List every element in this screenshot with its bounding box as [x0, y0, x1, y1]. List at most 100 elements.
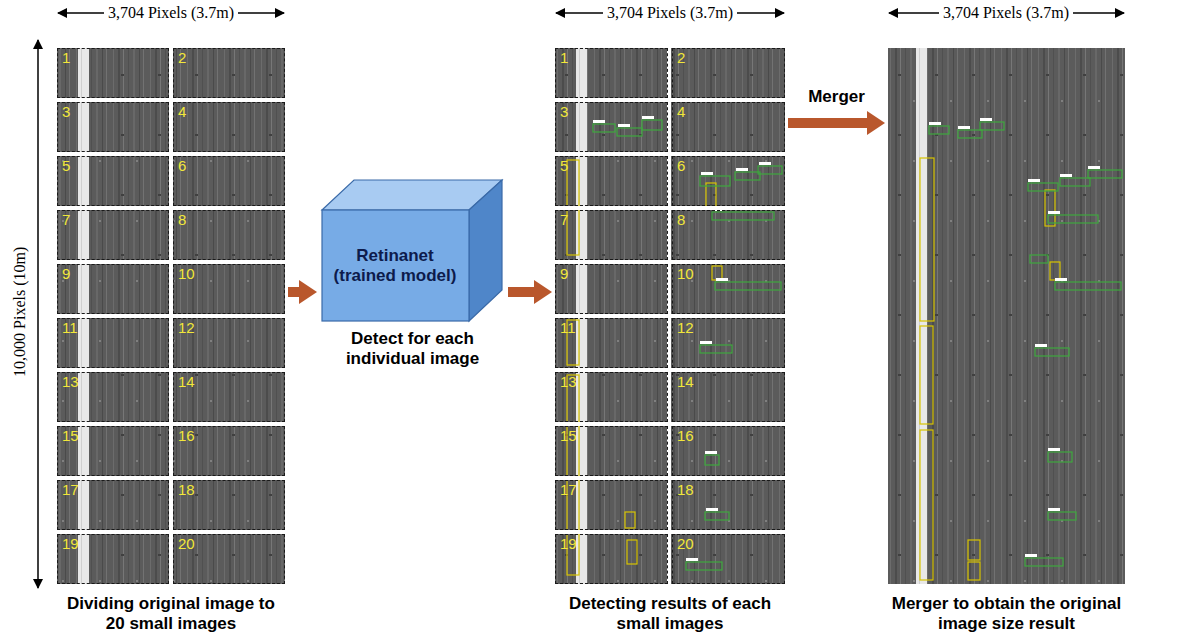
model-name: Retinanet (trained model) [324, 246, 466, 285]
image-tile: 19 [57, 534, 169, 584]
tile-number: 14 [677, 374, 694, 391]
image-tile: 19 [555, 534, 668, 584]
dimension-label: 3,704 Pixels (3.7m) [104, 4, 238, 22]
tile-number: 17 [62, 482, 79, 499]
caption: Detect for each individual image [328, 329, 498, 368]
image-tile: 9 [57, 264, 169, 314]
image-tile: 20 [173, 534, 285, 584]
image-tile: 6 [672, 156, 785, 206]
tile-number: 11 [560, 320, 576, 337]
tile-number: 2 [677, 50, 685, 67]
image-tile: 7 [555, 210, 668, 260]
image-tile: 11 [57, 318, 169, 368]
dimension-arrow [37, 40, 39, 588]
image-tile: 12 [672, 318, 785, 368]
image-tile: 17 [555, 480, 668, 530]
tile-number: 9 [560, 266, 568, 283]
image-tile: 14 [672, 372, 785, 422]
tile-number: 2 [178, 50, 186, 67]
tile-number: 6 [178, 158, 186, 175]
tile-number: 15 [560, 428, 577, 445]
caption: Dividing original image to 20 small imag… [64, 594, 279, 633]
image-tile: 8 [672, 210, 785, 260]
tile-number: 9 [62, 266, 70, 283]
dimension-label: 3,704 Pixels (3.7m) [939, 4, 1073, 22]
merged-road-image [888, 48, 1125, 584]
merged-image: Merger to obtain the original image size… [888, 48, 1125, 584]
image-tile: 13 [57, 372, 169, 422]
image-tile: 15 [57, 426, 169, 476]
image-tile: 7 [57, 210, 169, 260]
image-grid: Detecting results of each small images12… [555, 48, 785, 584]
image-tile: 3 [555, 102, 668, 152]
tile-number: 20 [178, 536, 195, 553]
image-tile: 17 [57, 480, 169, 530]
tile-number: 17 [560, 482, 577, 499]
road-tiles [57, 48, 285, 584]
tile-number: 19 [560, 536, 577, 553]
image-tile: 20 [672, 534, 785, 584]
image-tile: 18 [672, 480, 785, 530]
tile-number: 13 [560, 374, 577, 391]
tile-number: 6 [677, 158, 685, 175]
image-tile: 1 [57, 48, 169, 98]
tile-number: 18 [178, 482, 195, 499]
image-tile: 2 [173, 48, 285, 98]
image-tile: 12 [173, 318, 285, 368]
model-cube: Retinanet (trained model)Detect for each… [320, 178, 505, 323]
flow-arrow [788, 118, 867, 128]
image-tile: 6 [173, 156, 285, 206]
tile-number: 10 [677, 266, 694, 283]
dimension-label: 10,000 Pixels (10m) [11, 243, 29, 381]
tile-number: 4 [178, 104, 186, 121]
tile-number: 13 [62, 374, 79, 391]
image-tile: 4 [672, 102, 785, 152]
image-tile: 16 [672, 426, 785, 476]
image-tile: 13 [555, 372, 668, 422]
image-grid: Dividing original image to 20 small imag… [57, 48, 285, 584]
image-tile: 11 [555, 318, 668, 368]
image-tile: 1 [555, 48, 668, 98]
tile-number: 16 [677, 428, 694, 445]
image-tile: 8 [173, 210, 285, 260]
tile-number: 3 [560, 104, 568, 121]
image-tile: 10 [672, 264, 785, 314]
tile-number: 1 [62, 50, 70, 67]
tile-number: 14 [178, 374, 195, 391]
tile-number: 20 [677, 536, 694, 553]
image-tile: 2 [672, 48, 785, 98]
caption: Merger to obtain the original image size… [881, 594, 1133, 633]
image-tile: 14 [173, 372, 285, 422]
flow-arrow [288, 287, 299, 297]
image-tile: 5 [57, 156, 169, 206]
tile-number: 8 [178, 212, 186, 229]
edge-label: Merger [806, 87, 867, 107]
tile-number: 5 [62, 158, 70, 175]
tile-number: 8 [677, 212, 685, 229]
tile-number: 11 [62, 320, 78, 337]
dimension-label: 3,704 Pixels (3.7m) [603, 4, 737, 22]
tile-number: 7 [62, 212, 70, 229]
tile-number: 1 [560, 50, 568, 67]
image-tile: 18 [173, 480, 285, 530]
image-tile: 16 [173, 426, 285, 476]
tile-number: 10 [178, 266, 195, 283]
tile-number: 7 [560, 212, 568, 229]
detected-tiles [555, 48, 785, 584]
tile-number: 4 [677, 104, 685, 121]
image-tile: 5 [555, 156, 668, 206]
flow-arrow [508, 287, 534, 297]
tile-number: 5 [560, 158, 568, 175]
tile-number: 12 [677, 320, 694, 337]
image-tile: 4 [173, 102, 285, 152]
tile-number: 19 [62, 536, 79, 553]
image-tile: 10 [173, 264, 285, 314]
tile-number: 18 [677, 482, 694, 499]
tile-number: 15 [62, 428, 79, 445]
image-tile: 9 [555, 264, 668, 314]
tile-number: 12 [178, 320, 195, 337]
caption: Detecting results of each small images [568, 594, 773, 633]
